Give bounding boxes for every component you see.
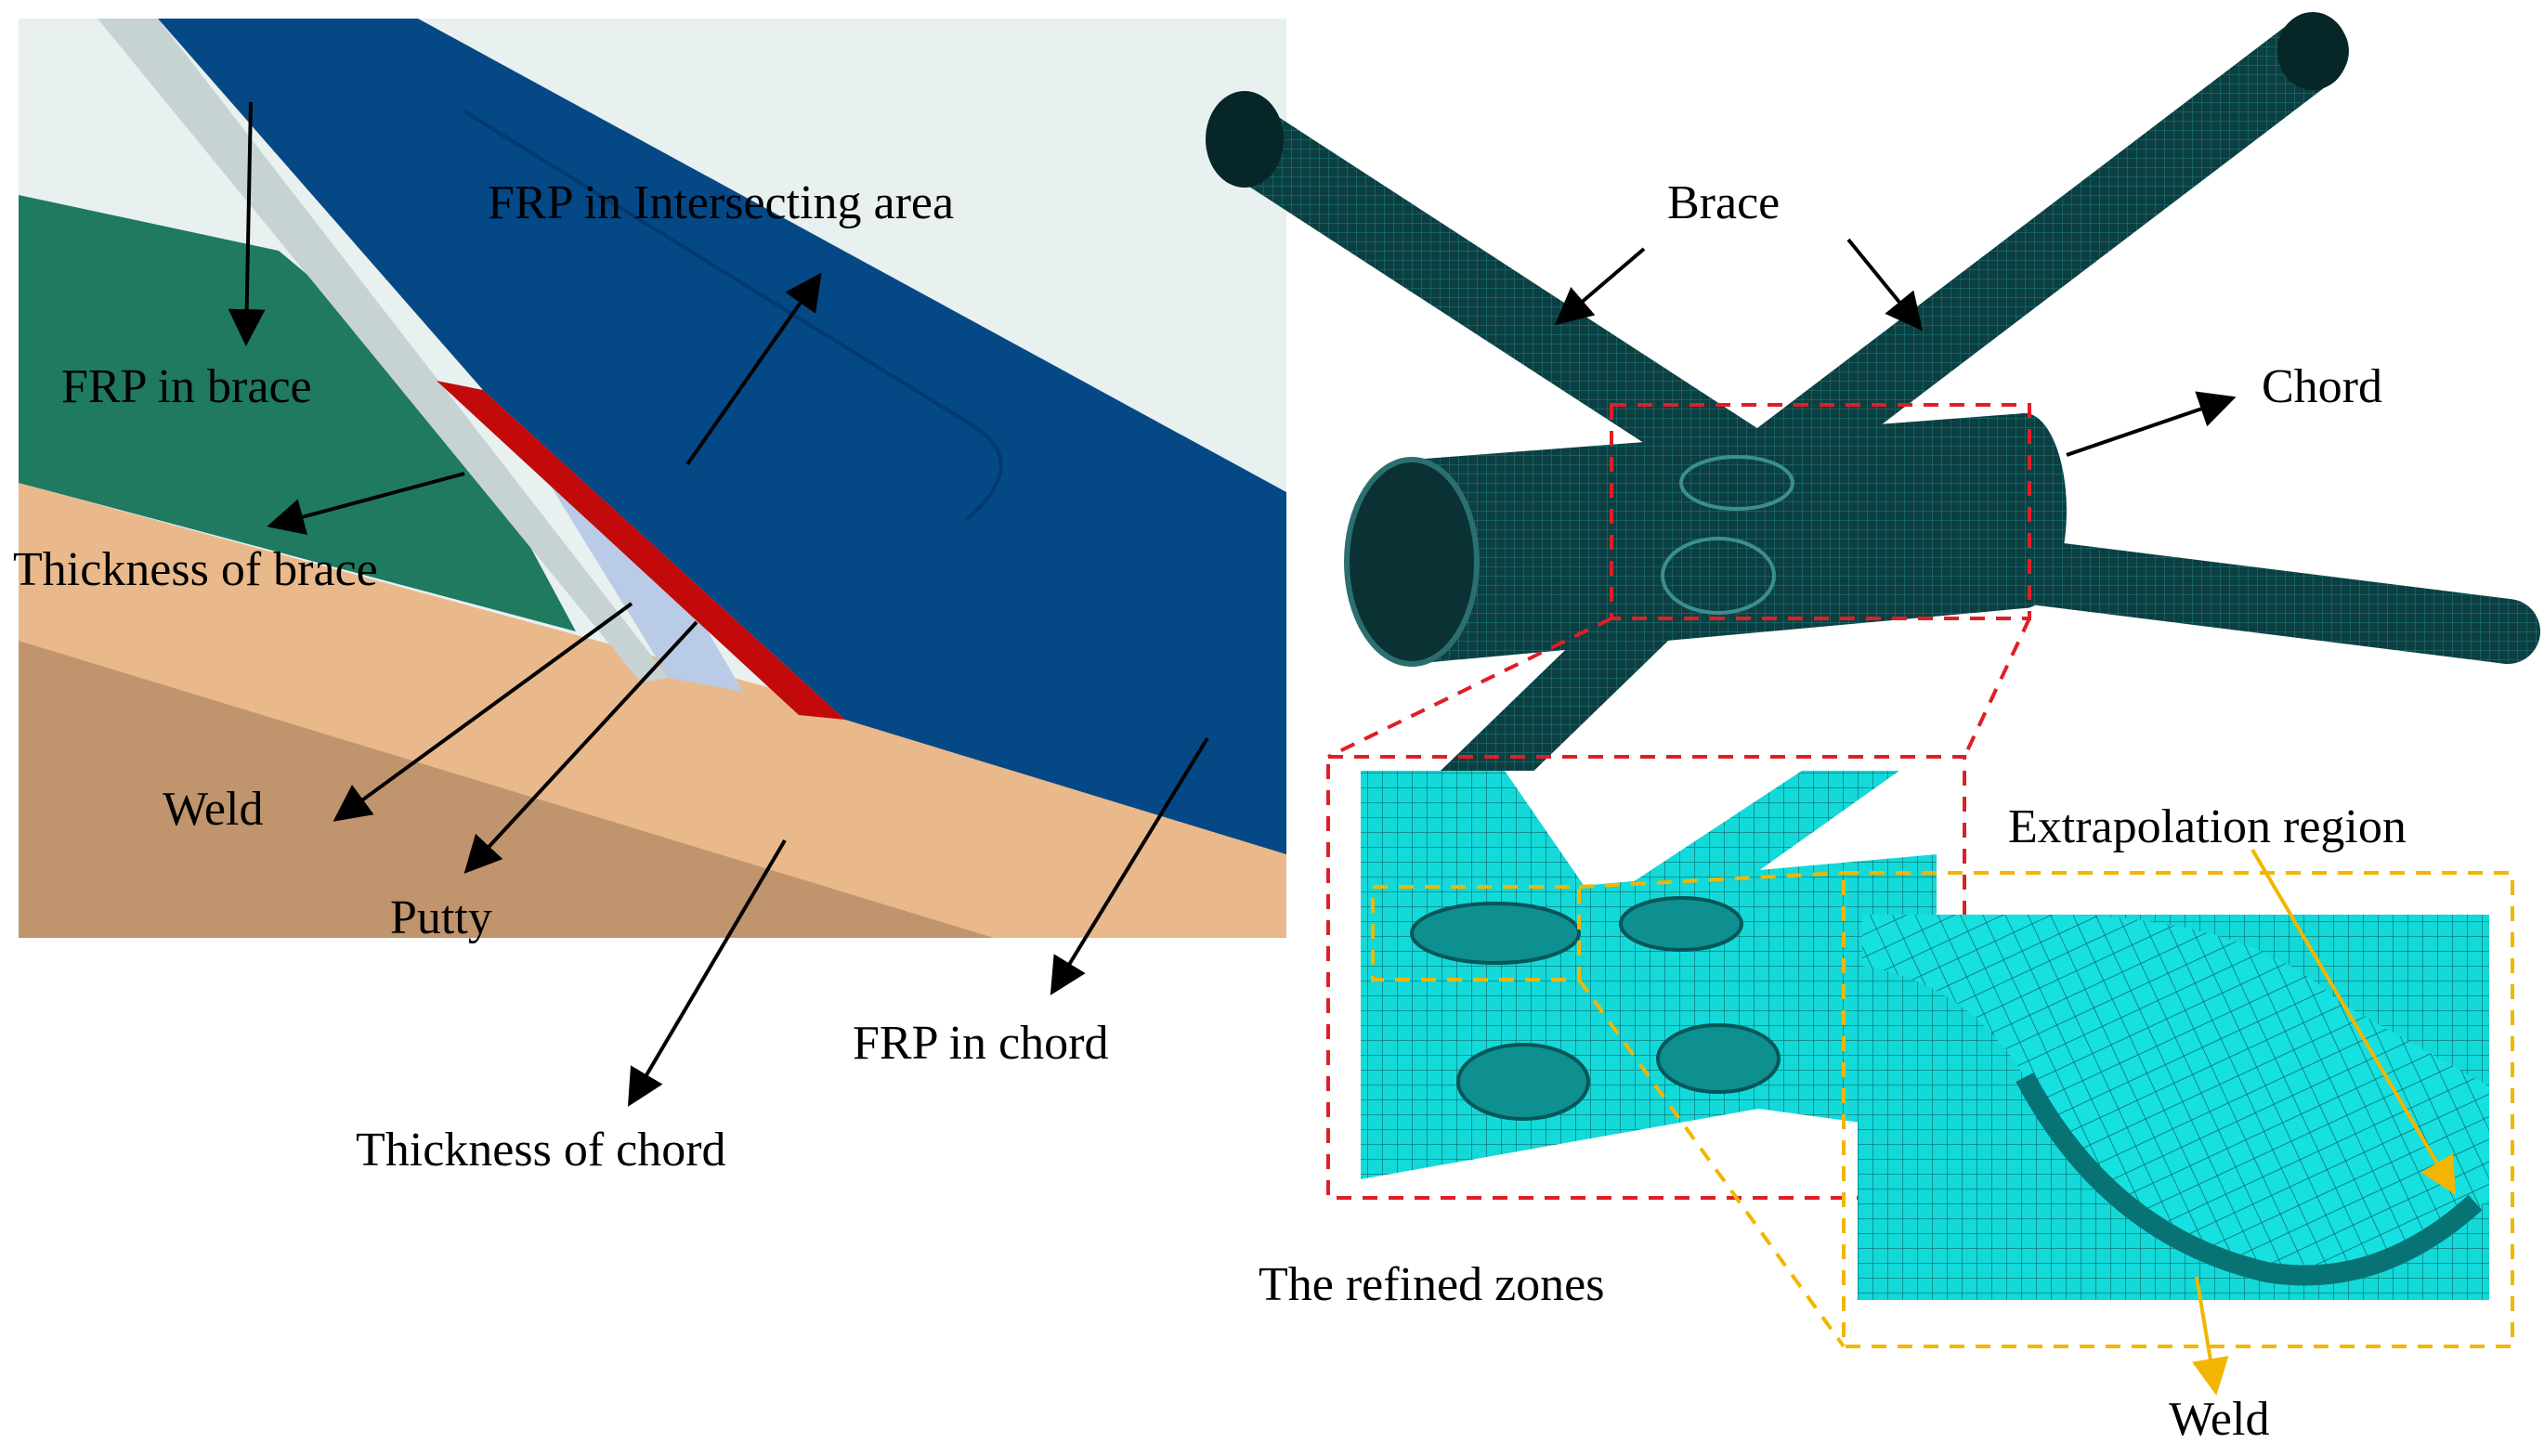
zoom-line-left xyxy=(1327,617,1612,759)
weld-detail-brace xyxy=(1862,915,2489,1279)
intersection-ring-top xyxy=(1679,455,1794,511)
label-chord: Chord xyxy=(2262,360,2382,413)
frp-intersecting-edge xyxy=(463,110,1003,522)
weld-detail-highlight-box xyxy=(1371,885,1581,982)
chord-thickness-region xyxy=(19,483,1286,938)
weld-region xyxy=(437,381,845,720)
arrow-extrapolation xyxy=(2250,848,2457,1195)
label-thickness-chord: Thickness of chord xyxy=(356,1124,726,1176)
weld-detail-weld-bead xyxy=(2016,1072,2483,1286)
refined-brace-top-left xyxy=(1361,771,1598,929)
intersection-ring-bottom xyxy=(1661,537,1776,615)
frp-intersecting-region xyxy=(158,19,1286,854)
chord-open-end xyxy=(1344,457,1480,667)
arrow-frp-intersecting xyxy=(685,272,822,466)
refined-weld-ring-2 xyxy=(1619,896,1743,952)
label-extrapolation-region: Extrapolation region xyxy=(2008,800,2407,853)
label-refined-zones: The refined zones xyxy=(1259,1258,1604,1311)
cross-section-panel xyxy=(19,19,1286,938)
arrow-putty xyxy=(463,620,698,874)
zoom-line-right xyxy=(1963,618,2031,758)
refined-weld-ring-1 xyxy=(1410,902,1581,965)
chord-far-end xyxy=(1983,413,2067,608)
detail-zoom-line-bottom xyxy=(1577,978,1846,1348)
label-frp-brace: FRP in brace xyxy=(61,360,312,413)
intersection-highlight-box xyxy=(1610,403,2031,620)
refined-brace-top-right xyxy=(1598,771,1899,919)
arrow-frp-chord xyxy=(1050,736,1209,995)
refined-zones-box xyxy=(1326,755,1966,1200)
arrow-frp-brace xyxy=(228,101,266,346)
label-brace: Brace xyxy=(1667,176,1780,229)
label-thickness-brace: Thickness of brace xyxy=(13,543,378,596)
putty-region xyxy=(98,19,669,682)
brace-upper-right-end xyxy=(2277,12,2348,90)
refined-weld-ring-4 xyxy=(1656,1023,1781,1094)
arrow-thickness-brace xyxy=(267,472,465,536)
weld-detail-view xyxy=(1858,915,2489,1300)
arrow-weld-right xyxy=(2192,1276,2229,1396)
mesh-model xyxy=(1206,12,2540,832)
right-arrows xyxy=(1554,238,2457,1396)
arrow-brace-right xyxy=(1846,238,1924,332)
refined-weld-ring-3 xyxy=(1456,1043,1590,1121)
label-weld-right: Weld xyxy=(2169,1393,2269,1446)
arrow-weld-left xyxy=(333,602,633,822)
brace-upper-left-end xyxy=(1206,91,1284,188)
arrow-thickness-chord xyxy=(627,838,787,1107)
label-frp-chord: FRP in chord xyxy=(853,1017,1108,1070)
left-arrows xyxy=(228,101,1209,1107)
label-frp-intersecting: FRP in Intersecting area xyxy=(488,176,954,229)
label-putty: Putty xyxy=(390,891,492,944)
brace-frp-region xyxy=(19,195,576,631)
arrow-brace-left xyxy=(1554,247,1646,326)
arrow-chord xyxy=(2066,391,2237,457)
label-weld-left: Weld xyxy=(163,783,263,836)
detail-zoom-line-top xyxy=(1578,871,1845,889)
